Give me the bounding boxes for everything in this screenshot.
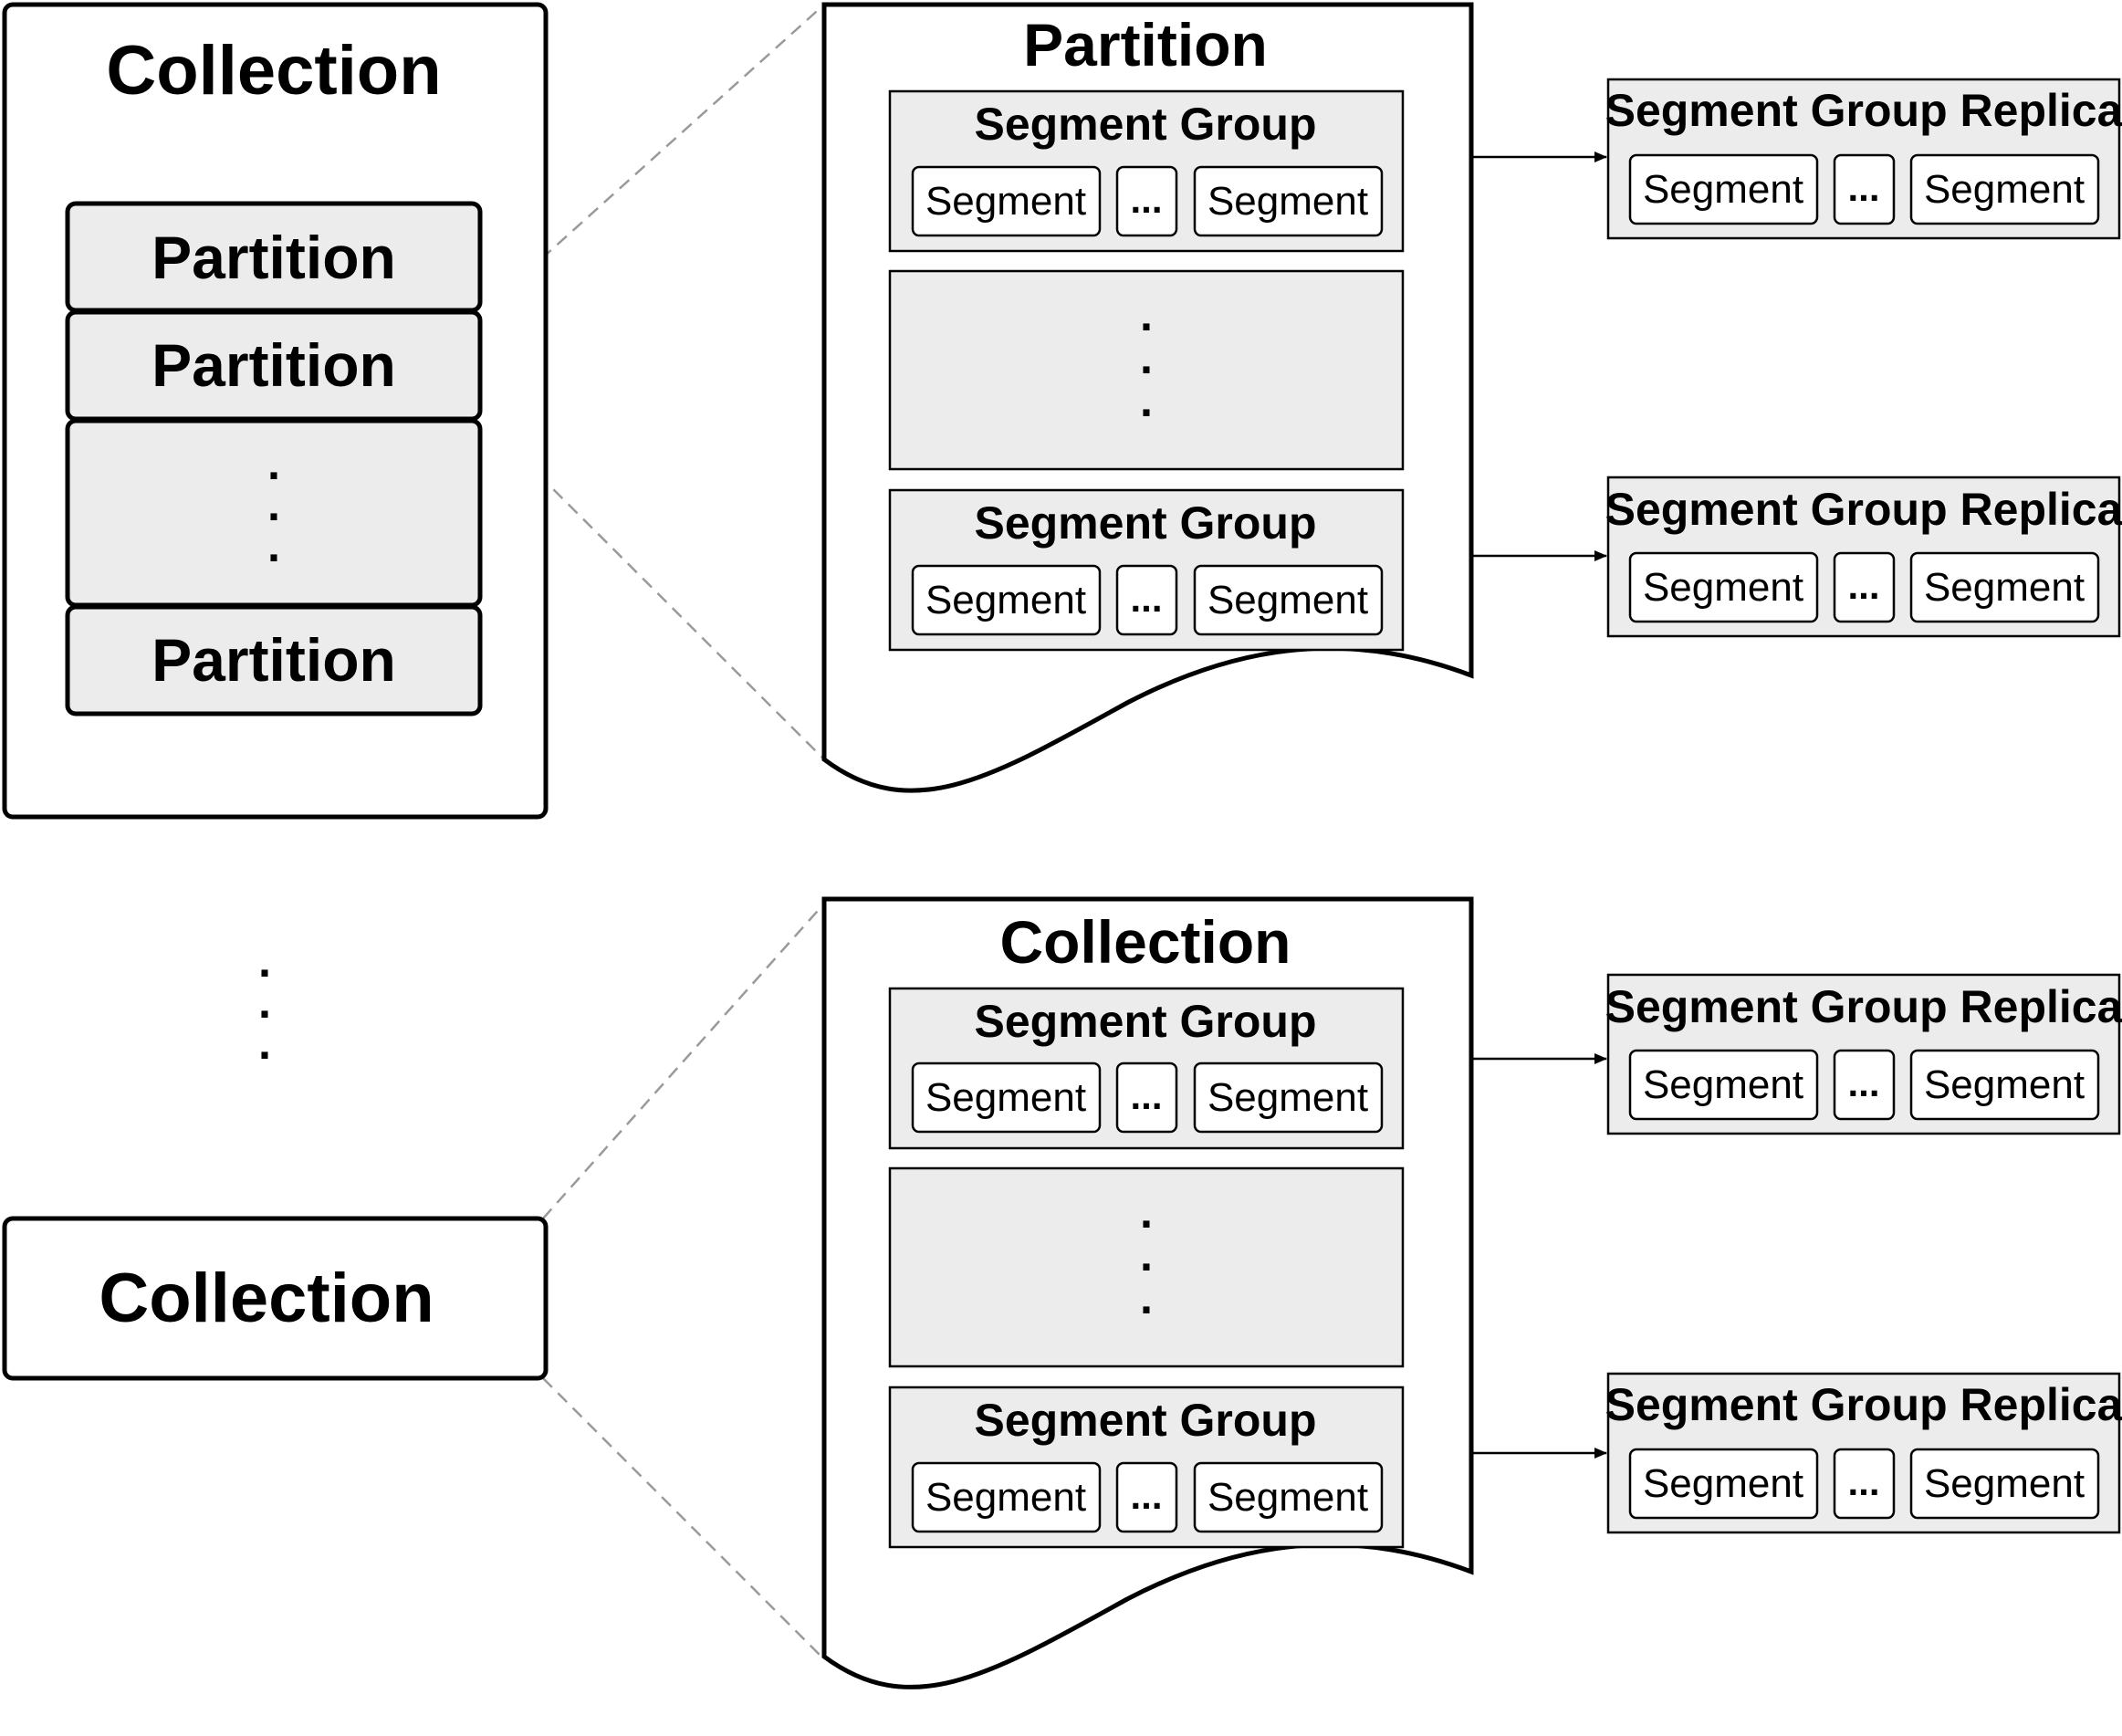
- partition-document: Partition Segment Group Segment ... Segm…: [821, 2, 1474, 793]
- partition-label: Partition: [152, 224, 396, 291]
- segment-ellipsis-box: [1833, 1049, 1896, 1121]
- replica-title: Segment Group Replica: [1605, 85, 2122, 136]
- document-title: Collection: [999, 908, 1291, 976]
- vertical-ellipsis-dot: .: [257, 985, 271, 1027]
- segment-box: [1193, 1461, 1384, 1533]
- vertical-ellipsis-dot: .: [1139, 1281, 1153, 1323]
- segment-label: Segment: [1643, 167, 1803, 212]
- segment-ellipsis: ...: [1847, 1061, 1879, 1104]
- segment-box: [911, 1461, 1102, 1533]
- segment-label: Segment: [1207, 1475, 1368, 1520]
- vertical-ellipsis-dot: .: [1139, 340, 1153, 382]
- segment-group-title: Segment Group: [974, 99, 1316, 150]
- segment-ellipsis: ...: [1130, 178, 1162, 221]
- vertical-ellipsis-dot: .: [267, 487, 280, 529]
- collection-title: Collection: [106, 32, 441, 110]
- segment-label: Segment: [1207, 578, 1368, 622]
- segment-ellipsis-box: [1833, 551, 1896, 623]
- segment-group-title: Segment Group: [974, 497, 1316, 549]
- segment-ellipsis-box: [1115, 1061, 1178, 1134]
- replica-title: Segment Group Replica: [1605, 484, 2122, 535]
- segment-label: Segment: [1924, 167, 2085, 212]
- replica-title: Segment Group Replica: [1605, 1379, 2122, 1430]
- zoom-connector-bottom-lower: [542, 1377, 825, 1660]
- vertical-ellipsis-dot: .: [257, 1026, 271, 1068]
- collection-title: Collection: [99, 1260, 434, 1337]
- segment-ellipsis-box: [1115, 1461, 1178, 1533]
- vertical-ellipsis-dot: .: [1139, 1195, 1153, 1237]
- vertical-ellipsis-dot: .: [267, 446, 280, 488]
- partition-label: Partition: [152, 626, 396, 694]
- segment-label: Segment: [1643, 1461, 1803, 1506]
- segment-label: Segment: [1924, 1461, 2085, 1506]
- segment-ellipsis-box: [1833, 1448, 1896, 1520]
- segment-ellipsis: ...: [1847, 1460, 1879, 1503]
- vertical-ellipsis-dot: .: [257, 944, 271, 986]
- segment-group-replica: Segment Group Replica Segment ... Segmen…: [1605, 78, 2122, 240]
- segment-group-title: Segment Group: [974, 996, 1316, 1047]
- collection-compact-box: [2, 1216, 549, 1381]
- segment-ellipsis: ...: [1130, 1074, 1162, 1117]
- collection-expanded: Collection Partition Partition . . . Par…: [2, 2, 549, 820]
- zoom-connector-top-upper: [478, 4, 825, 316]
- segment-box: [911, 165, 1102, 237]
- segment-label: Segment: [925, 1075, 1086, 1120]
- segment-box: [1628, 551, 1819, 623]
- segment-group-replica: Segment Group Replica Segment ... Segmen…: [1605, 973, 2122, 1135]
- segment-label: Segment: [925, 179, 1086, 224]
- segment-group-replica: Segment Group Replica Segment ... Segmen…: [1605, 1372, 2122, 1534]
- segment-group-ellipsis-box: [888, 269, 1405, 471]
- document-title: Partition: [1023, 11, 1268, 78]
- segment-box: [1909, 551, 2100, 623]
- segment-label: Segment: [925, 1475, 1086, 1520]
- segment-label: Segment: [1643, 1062, 1803, 1107]
- segment-box: [1909, 1448, 2100, 1520]
- segment-box: [1628, 1049, 1819, 1121]
- segment-box: [1193, 564, 1384, 636]
- segment-group-title: Segment Group: [974, 1395, 1316, 1446]
- segment-group-ellipsis-box: [888, 1166, 1405, 1368]
- segment-ellipsis: ...: [1847, 564, 1879, 607]
- segment-ellipsis-box: [1115, 564, 1178, 636]
- segment-label: Segment: [1924, 565, 2085, 610]
- zoom-connector-top-lower: [478, 414, 825, 760]
- segment-label: Segment: [925, 578, 1086, 622]
- collection-compact: Collection: [2, 1216, 549, 1381]
- segment-box: [1193, 1061, 1384, 1134]
- segment-ellipsis-box: [1115, 165, 1178, 237]
- segment-box: [1193, 165, 1384, 237]
- segment-ellipsis-box: [1833, 153, 1896, 225]
- partition-box: [65, 604, 483, 716]
- segment-box: [911, 564, 1102, 636]
- vertical-ellipsis-dot: .: [1139, 298, 1153, 340]
- collection-document: Collection Segment Group Segment ... Seg…: [821, 896, 1474, 1689]
- segment-ellipsis: ...: [1847, 166, 1879, 209]
- segment-box: [1628, 153, 1819, 225]
- vertical-ellipsis-dot: .: [267, 528, 280, 570]
- segment-ellipsis: ...: [1130, 577, 1162, 620]
- vertical-ellipsis-dot: .: [1139, 383, 1153, 425]
- segment-box: [911, 1061, 1102, 1134]
- segment-group-replica: Segment Group Replica Segment ... Segmen…: [1605, 476, 2122, 638]
- replica-title: Segment Group Replica: [1605, 981, 2122, 1032]
- segment-label: Segment: [1207, 179, 1368, 224]
- segment-label: Segment: [1924, 1062, 2085, 1107]
- segment-box: [1909, 1049, 2100, 1121]
- segment-ellipsis: ...: [1130, 1474, 1162, 1517]
- segment-label: Segment: [1207, 1075, 1368, 1120]
- segment-box: [1909, 153, 2100, 225]
- vertical-ellipsis-dot: .: [1139, 1238, 1153, 1280]
- segment-box: [1628, 1448, 1819, 1520]
- zoom-connector-bottom-upper: [542, 903, 825, 1219]
- segment-label: Segment: [1643, 565, 1803, 610]
- partition-label: Partition: [152, 331, 396, 399]
- collections-ellipsis: . . .: [257, 944, 271, 1068]
